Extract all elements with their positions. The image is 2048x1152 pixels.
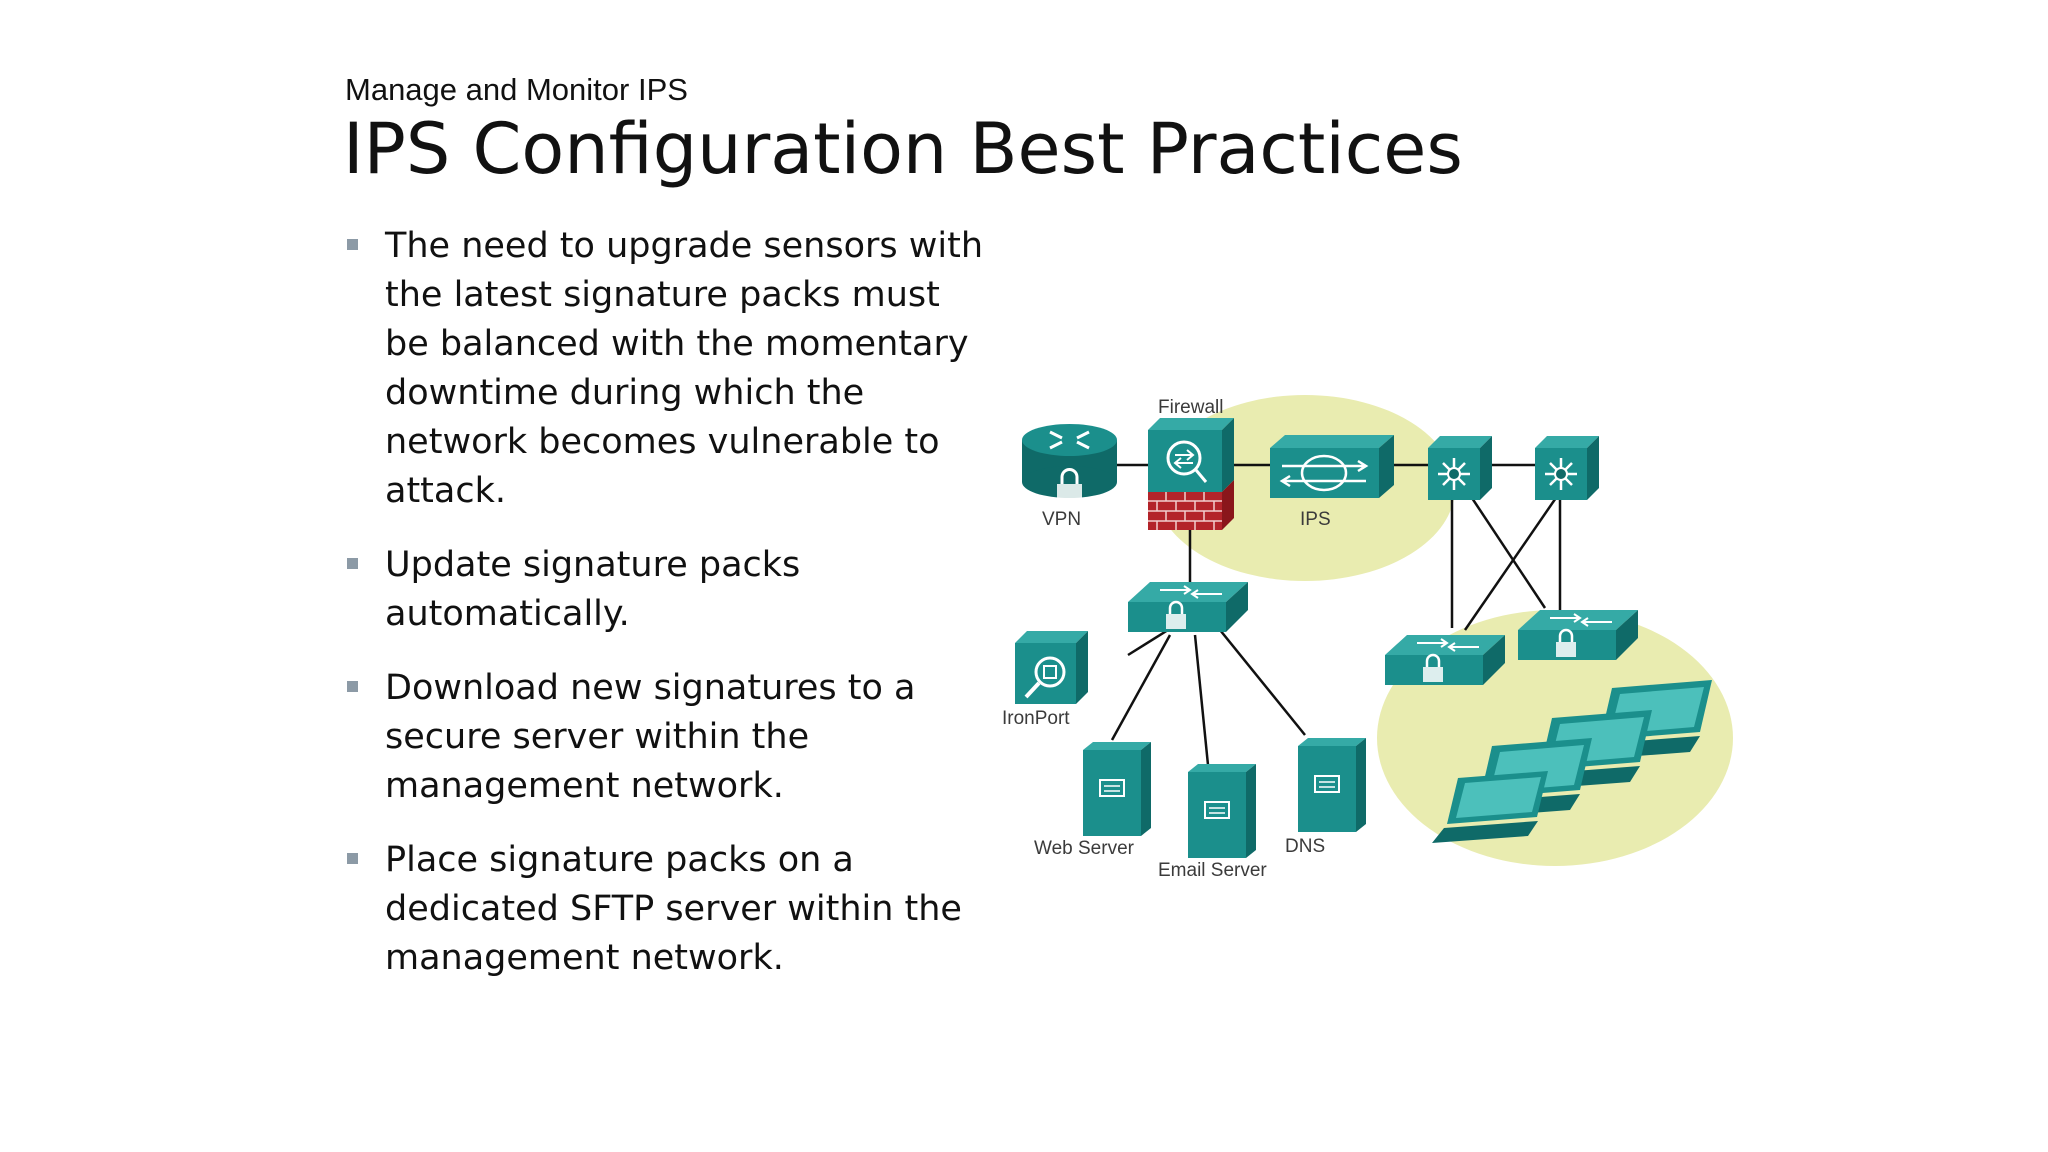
dns-server-icon xyxy=(1298,738,1366,832)
bullet-text: The need to upgrade sensors with the lat… xyxy=(385,226,984,511)
firewall-icon xyxy=(1148,418,1234,530)
bullet-item: Download new signatures to a secure serv… xyxy=(345,664,985,811)
multilayer-switch-icon xyxy=(1428,436,1492,500)
bullet-text: Download new signatures to a secure serv… xyxy=(385,668,916,806)
network-links xyxy=(1110,463,1562,766)
bullet-text: Place signature packs on a dedicated SFT… xyxy=(385,840,962,978)
firewall-label: Firewall xyxy=(1158,397,1223,418)
laptop-icon xyxy=(1432,771,1548,843)
switch-icon xyxy=(1518,610,1638,660)
square-bullet-icon xyxy=(347,681,358,692)
email-server-label: Email Server xyxy=(1158,860,1267,881)
web-server-icon xyxy=(1083,742,1151,836)
bullet-item: Place signature packs on a dedicated SFT… xyxy=(345,836,985,983)
vpn-label: VPN xyxy=(1042,509,1081,530)
bullet-list: The need to upgrade sensors with the lat… xyxy=(345,222,985,1008)
square-bullet-icon xyxy=(347,239,358,250)
multilayer-switch-icon xyxy=(1535,436,1599,500)
ips-label: IPS xyxy=(1300,509,1331,530)
slide-title: IPS Configuration Best Practices xyxy=(343,108,1463,190)
ironport-label: IronPort xyxy=(1002,708,1070,729)
switch-icon xyxy=(1385,635,1505,685)
web-server-label: Web Server xyxy=(1034,838,1135,859)
ironport-appliance-icon xyxy=(1015,631,1088,704)
square-bullet-icon xyxy=(347,853,358,864)
bullet-item: The need to upgrade sensors with the lat… xyxy=(345,222,985,516)
switch-icon xyxy=(1128,582,1248,632)
ips-device-icon xyxy=(1270,435,1394,498)
section-label: Manage and Monitor IPS xyxy=(345,72,688,107)
bullet-text: Update signature packs automatically. xyxy=(385,545,801,634)
dns-label: DNS xyxy=(1285,836,1325,857)
network-diagram: Firewall VPN IPS IronPort Web Server Ema… xyxy=(1002,395,1733,881)
square-bullet-icon xyxy=(347,558,358,569)
vpn-router-icon xyxy=(1022,424,1117,502)
email-server-icon xyxy=(1188,764,1256,858)
bullet-item: Update signature packs automatically. xyxy=(345,541,985,639)
